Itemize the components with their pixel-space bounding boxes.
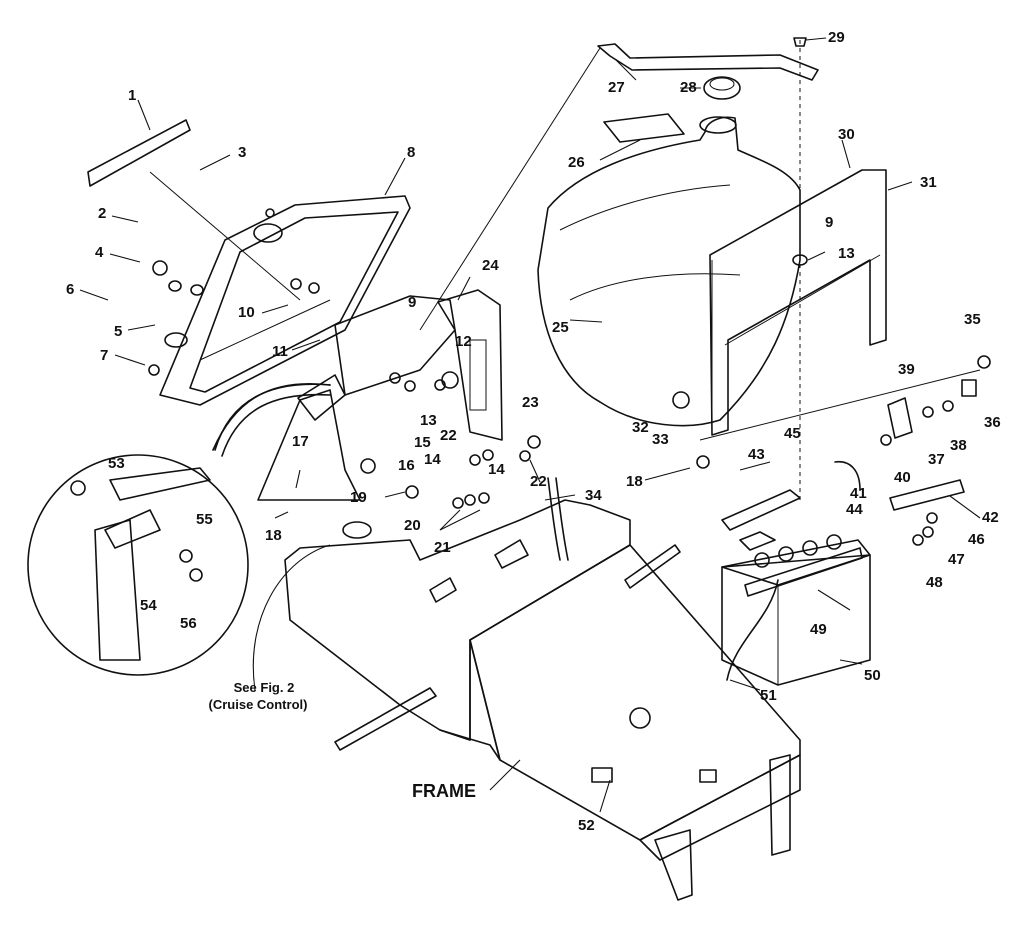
part-label-24: 24 bbox=[482, 257, 499, 274]
frame-caption: FRAME bbox=[412, 781, 476, 801]
part-label-36: 36 bbox=[984, 414, 1001, 431]
see-fig-caption-line-1: See Fig. 2 bbox=[233, 680, 295, 695]
part-label-46: 46 bbox=[968, 531, 985, 548]
part-label-47: 47 bbox=[948, 551, 965, 568]
dash-panel bbox=[159, 195, 411, 406]
leader-lines bbox=[79, 37, 981, 813]
decal-strip bbox=[87, 119, 191, 187]
part-label-27: 27 bbox=[608, 79, 625, 96]
part-label-8: 8 bbox=[407, 144, 416, 161]
part-label-5: 5 bbox=[114, 323, 123, 340]
part-label-51: 51 bbox=[760, 687, 777, 704]
terminal-cover bbox=[721, 489, 801, 531]
part-label-39: 39 bbox=[898, 361, 915, 378]
part-label-4: 4 bbox=[95, 244, 104, 261]
part-label-35: 35 bbox=[964, 311, 981, 328]
part-label-10: 10 bbox=[238, 304, 255, 321]
tank-strap bbox=[597, 43, 819, 81]
part-label-40: 40 bbox=[894, 469, 911, 486]
part-label-7: 7 bbox=[100, 347, 109, 364]
fuel-cap bbox=[703, 76, 741, 100]
part-label-23: 23 bbox=[522, 394, 539, 411]
part-label-56: 56 bbox=[180, 615, 197, 632]
part-label-14-b: 14 bbox=[488, 461, 505, 478]
part-label-1: 1 bbox=[128, 87, 137, 104]
cables bbox=[212, 383, 965, 681]
part-label-52: 52 bbox=[578, 817, 595, 834]
part-label-29: 29 bbox=[828, 29, 845, 46]
detail-inset bbox=[27, 454, 249, 676]
part-label-14-a: 14 bbox=[424, 451, 441, 468]
frame bbox=[284, 499, 801, 901]
part-label-41: 41 bbox=[850, 485, 867, 502]
part-label-17: 17 bbox=[292, 433, 309, 450]
part-label-42: 42 bbox=[982, 509, 999, 526]
part-label-3: 3 bbox=[238, 144, 247, 161]
part-label-33: 33 bbox=[652, 431, 669, 448]
part-label-26: 26 bbox=[568, 154, 585, 171]
part-label-9-a: 9 bbox=[408, 294, 417, 311]
part-label-31: 31 bbox=[920, 174, 937, 191]
part-label-25: 25 bbox=[552, 319, 569, 336]
bolt-path bbox=[792, 37, 808, 500]
part-label-22-a: 22 bbox=[440, 427, 457, 444]
battery bbox=[721, 531, 871, 686]
part-label-15: 15 bbox=[414, 434, 431, 451]
part-label-11: 11 bbox=[272, 343, 288, 360]
part-label-21: 21 bbox=[434, 539, 451, 556]
part-label-50: 50 bbox=[864, 667, 881, 684]
part-label-48: 48 bbox=[926, 574, 943, 591]
part-label-20: 20 bbox=[404, 517, 421, 534]
part-label-54: 54 bbox=[140, 597, 157, 614]
part-label-45: 45 bbox=[784, 425, 801, 442]
part-label-2: 2 bbox=[98, 205, 107, 222]
part-label-34: 34 bbox=[585, 487, 602, 504]
part-label-18-a: 18 bbox=[265, 527, 282, 544]
part-label-38: 38 bbox=[950, 437, 967, 454]
part-label-53: 53 bbox=[108, 455, 125, 472]
part-label-37: 37 bbox=[928, 451, 945, 468]
part-label-43: 43 bbox=[748, 446, 765, 463]
hardware bbox=[148, 260, 938, 546]
part-label-16: 16 bbox=[398, 457, 415, 474]
part-label-22-b: 22 bbox=[530, 473, 547, 490]
part-label-6: 6 bbox=[66, 281, 75, 298]
part-label-19: 19 bbox=[350, 489, 367, 506]
solenoid bbox=[887, 355, 991, 439]
part-label-28: 28 bbox=[680, 79, 697, 96]
fuel-tank bbox=[537, 116, 801, 427]
dash-support bbox=[297, 289, 503, 441]
part-label-12: 12 bbox=[455, 333, 472, 350]
tank-bracket bbox=[709, 169, 887, 436]
part-label-13-b: 13 bbox=[838, 245, 855, 262]
part-label-30: 30 bbox=[838, 126, 855, 143]
part-label-55: 55 bbox=[196, 511, 213, 528]
part-label-49: 49 bbox=[810, 621, 827, 638]
part-label-9-b: 9 bbox=[825, 214, 834, 231]
part-label-32: 32 bbox=[632, 419, 649, 436]
reference-lines bbox=[149, 47, 981, 441]
part-label-18-b: 18 bbox=[626, 473, 643, 490]
see-fig-caption-line-2: (Cruise Control) bbox=[208, 697, 308, 712]
part-label-44: 44 bbox=[846, 501, 863, 518]
tank-pad bbox=[603, 113, 685, 143]
part-label-13-a: 13 bbox=[420, 412, 437, 429]
